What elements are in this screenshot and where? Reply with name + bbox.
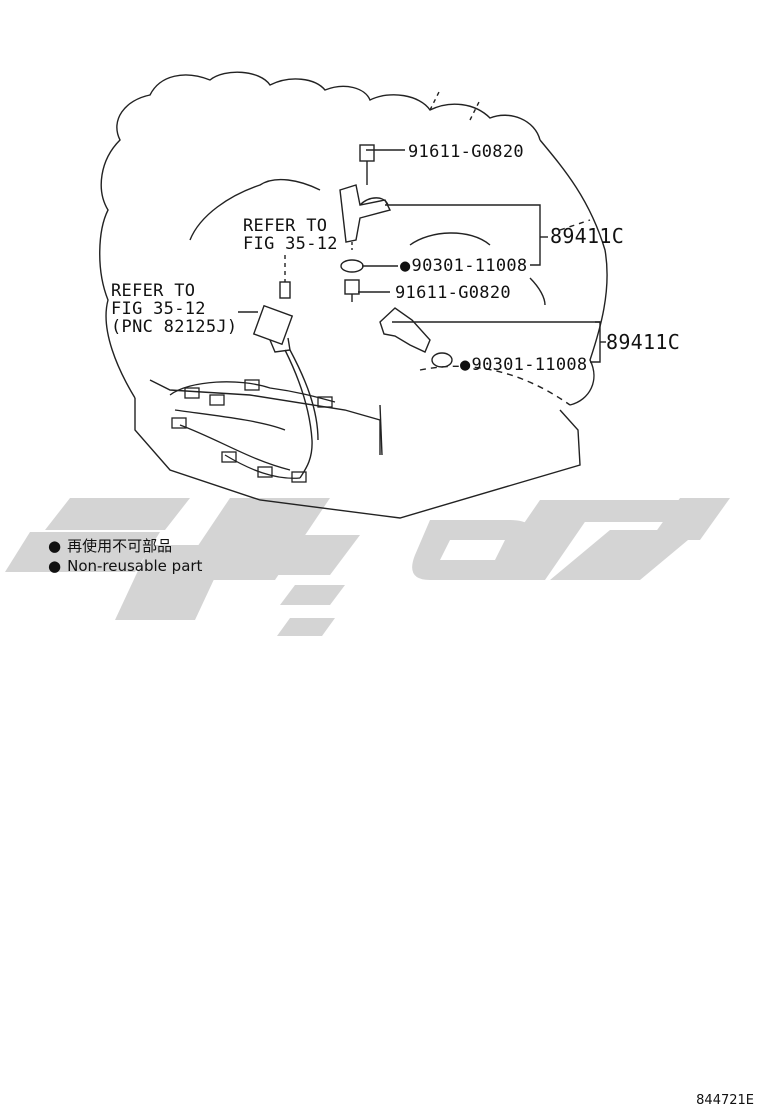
figure-code: 844721E <box>696 1093 754 1108</box>
label-refer-fig-upper: REFER TO FIG 35-12 <box>243 217 338 253</box>
legend-english: Non-reusable part <box>67 557 203 575</box>
refer-left-line-3: (PNC 82125J) <box>111 317 238 337</box>
label-oring-upper: 90301-11008 <box>400 257 528 275</box>
bullet-icon: ● <box>48 537 62 555</box>
refer-line-2: FIG 35-12 <box>243 234 338 254</box>
label-oring-lower: 90301-11008 <box>460 356 588 374</box>
legend-row-english: ● Non-reusable part <box>48 556 202 576</box>
label-sensor-upper: 89411C <box>550 224 625 248</box>
refer-left-line-1: REFER TO <box>111 281 196 301</box>
label-refer-fig-left: REFER TO FIG 35-12 (PNC 82125J) <box>111 282 237 336</box>
legend-japanese: 再使用不可部品 <box>67 537 173 555</box>
transmission-parts-diagram <box>5 71 730 636</box>
crank-sensor-left <box>238 255 319 479</box>
legend: ● 再使用不可部品 ● Non-reusable part <box>48 536 202 576</box>
callout-brackets <box>530 204 606 363</box>
watermark-logo <box>5 498 730 636</box>
bullet-icon: ● <box>48 557 62 575</box>
refer-line-1: REFER TO <box>243 216 328 236</box>
wiring-harness <box>169 379 336 483</box>
refer-left-line-2: FIG 35-12 <box>111 299 206 319</box>
speed-sensor-upper <box>339 144 535 273</box>
speed-sensor-lower <box>344 279 600 368</box>
label-sensor-lower: 89411C <box>606 330 681 354</box>
legend-row-japanese: ● 再使用不可部品 <box>48 536 202 556</box>
label-bolt-upper: 91611-G0820 <box>408 142 524 162</box>
label-bolt-lower: 91611-G0820 <box>395 283 511 303</box>
transmission-housing <box>99 71 608 519</box>
